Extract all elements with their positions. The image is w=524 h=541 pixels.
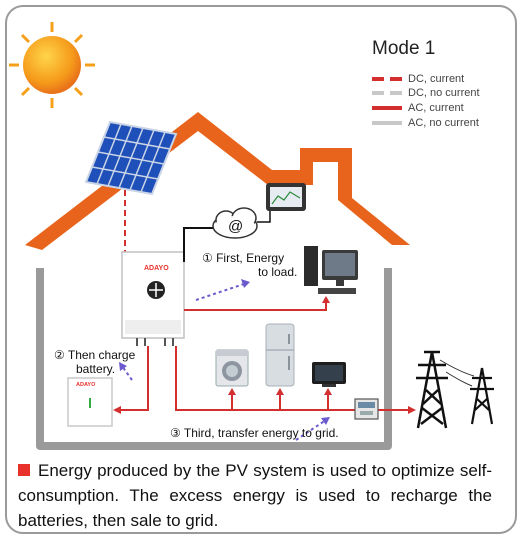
caption-bullet [18,464,30,476]
legend-dc-current: DC, current [372,73,464,86]
arrow-head-battery [119,362,127,371]
sun-icon [9,22,95,108]
battery-brand: ADAYO [76,382,96,388]
legend-swatch [372,106,402,111]
step3-label: ③ Third, transfer energy to grid. [170,426,339,440]
washing-machine-icon [215,349,249,387]
arrow-head-load [241,279,250,288]
refrigerator-icon [265,323,295,387]
caption: Energy produced by the PV system is used… [18,461,492,530]
legend-dc-no-current: DC, no current [372,87,480,100]
inverter-brand: ADAYO [144,265,169,272]
tv-icon [312,362,346,387]
legend-ac-no-current: AC, no current [372,117,479,130]
house-walls [36,268,392,450]
legend-swatch [372,77,402,82]
power-tower-small-icon [470,367,494,425]
legend-swatch [372,121,402,126]
step2-label: ② Then charge battery. [54,348,136,376]
computer-icon [304,246,358,294]
inverter-icon [121,251,185,346]
tablet-monitor-icon [266,183,306,211]
legend-ac-current: AC, current [372,102,464,115]
legend-swatch [372,91,402,96]
arrow-head-grid [321,417,330,425]
step1-label: ① First, Energy to load. [202,251,298,279]
internet-symbol: @ [228,218,243,235]
solar-panel-icon [84,120,178,196]
internet-cloud-icon [212,207,258,239]
power-tower-icon [416,350,448,429]
outer-frame [5,5,517,534]
battery-icon [67,377,113,427]
mode-title: Mode 1 [372,38,436,59]
house-roof [25,112,410,250]
energy-meter-icon [354,398,379,420]
